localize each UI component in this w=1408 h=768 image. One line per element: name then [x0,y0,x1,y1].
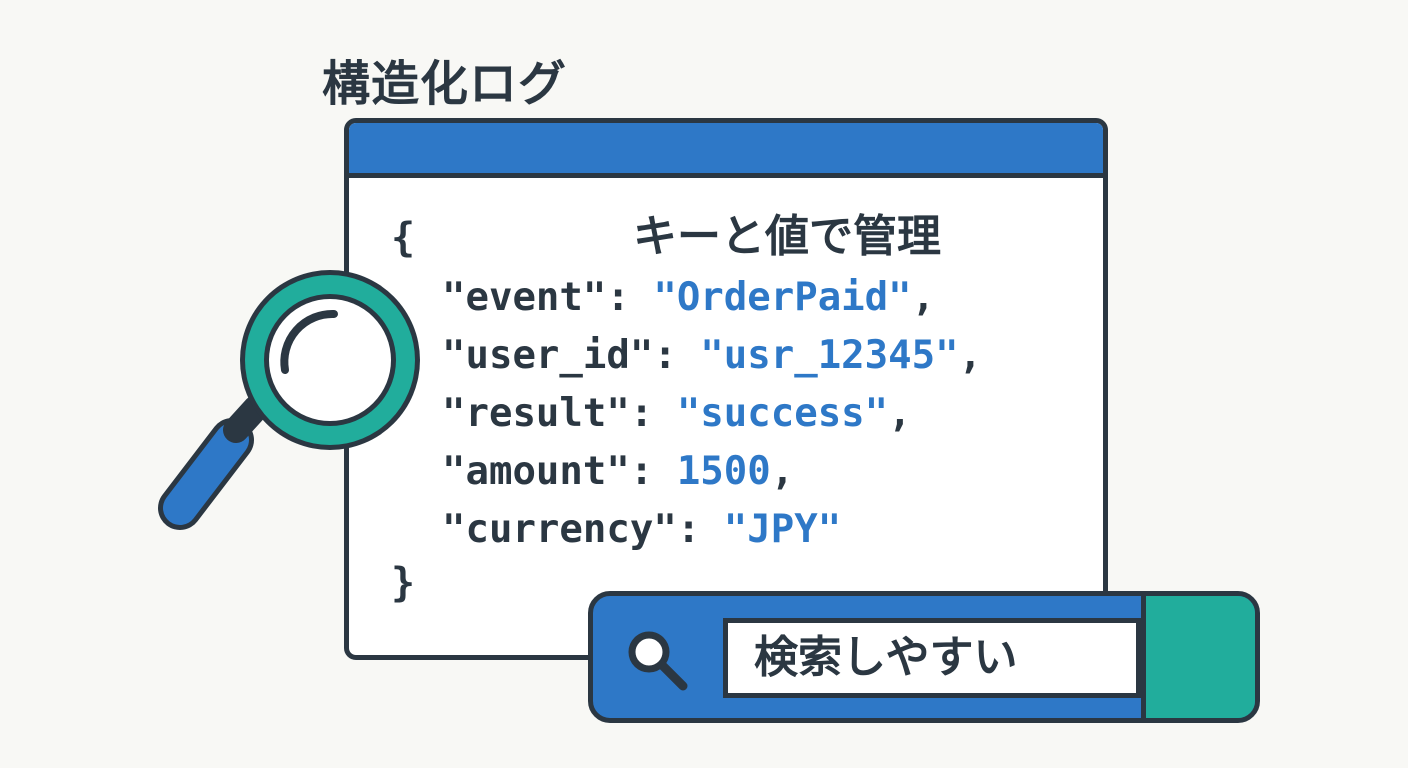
search-bar: 検索しやすい [588,591,1260,723]
log-trailing: , [770,449,795,494]
log-value: "usr_12345" [700,333,959,378]
log-separator: : [676,507,724,552]
close-brace: } [391,560,416,606]
log-value: "success" [676,391,889,436]
log-key: "amount" [442,449,630,494]
log-entry-currency: "currency": "JPY" [442,507,841,552]
log-value: "JPY" [723,507,842,552]
search-icon [628,631,688,691]
structured-log-window: キーと値で管理 { "event": "OrderPaid", "user_id… [344,118,1108,660]
open-brace: { [391,215,416,261]
log-separator: : [629,449,677,494]
log-value: "OrderPaid" [653,275,912,320]
subtitle: キーと値で管理 [633,211,941,262]
log-entry-event: "event": "OrderPaid", [442,275,935,320]
log-entry-amount: "amount": 1500, [442,449,794,494]
log-key: "user_id" [442,333,654,378]
log-value: 1500 [676,449,771,494]
log-key: "result" [442,391,630,436]
log-trailing: , [958,333,983,378]
search-button[interactable] [1141,596,1255,718]
page-title: 構造化ログ [322,56,568,112]
log-key: "currency" [442,507,677,552]
log-separator: : [653,333,701,378]
log-entry-user-id: "user_id": "usr_12345", [442,333,982,378]
log-separator: : [606,275,654,320]
log-entry-result: "result": "success", [442,391,912,436]
window-titlebar [349,123,1103,178]
magnifying-glass-icon [158,270,420,530]
log-trailing: , [888,391,912,436]
log-key: "event" [442,275,607,320]
search-input[interactable]: 検索しやすい [723,618,1141,698]
log-trailing: , [911,275,936,320]
log-separator: : [629,391,677,436]
